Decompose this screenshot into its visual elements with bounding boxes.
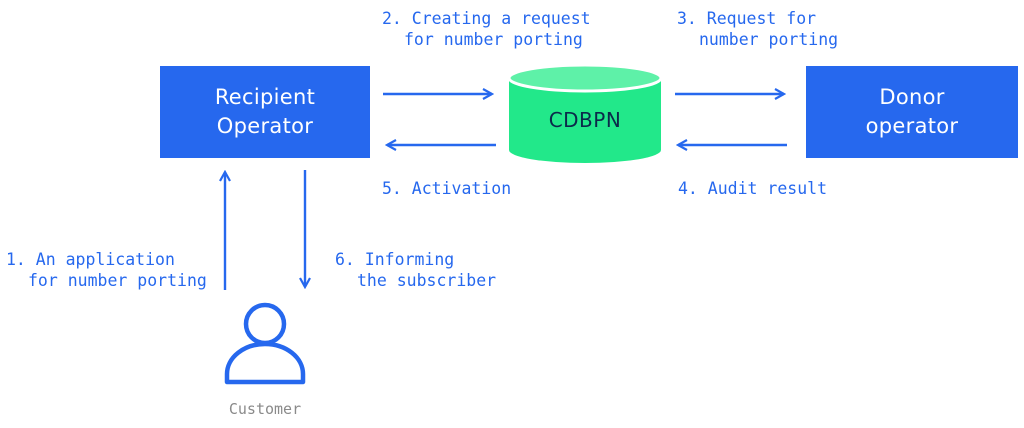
recipient-operator-line2: Operator <box>216 114 314 138</box>
step1-line2: for number porting <box>28 271 207 290</box>
step1-label: 1. An application for number porting <box>6 249 207 291</box>
step6-line1: 6. Informing <box>335 250 455 269</box>
step4-line1: 4. Audit result <box>678 179 828 198</box>
cdbpn-label: CDBPN <box>548 108 622 132</box>
step5-label: 5. Activation <box>382 178 511 199</box>
database-cylinder-icon <box>507 63 663 163</box>
person-icon <box>224 302 306 385</box>
donor-operator-line1: Donor <box>879 85 945 109</box>
step3-label: 3. Request for number porting <box>677 8 838 50</box>
customer-label: Customer <box>228 400 302 418</box>
step5-line1: 5. Activation <box>382 179 512 198</box>
step6-line2: the subscriber <box>357 271 497 290</box>
step2-line2: for number porting <box>404 30 583 49</box>
step3-line2: number porting <box>699 30 839 49</box>
recipient-operator-line1: Recipient <box>214 85 316 109</box>
step3-line1: 3. Request for <box>677 9 817 28</box>
donor-operator-line2: operator <box>865 114 959 138</box>
step2-line1: 2. Creating a request <box>382 9 591 28</box>
step6-label: 6. Informing the subscriber <box>335 249 496 291</box>
step4-label: 4. Audit result <box>678 178 827 199</box>
step2-label: 2. Creating a request for number porting <box>382 8 591 50</box>
donor-operator-box: Donor operator <box>806 66 1018 158</box>
step1-line1: 1. An application <box>6 250 175 269</box>
recipient-operator-box: Recipient Operator <box>160 66 370 158</box>
